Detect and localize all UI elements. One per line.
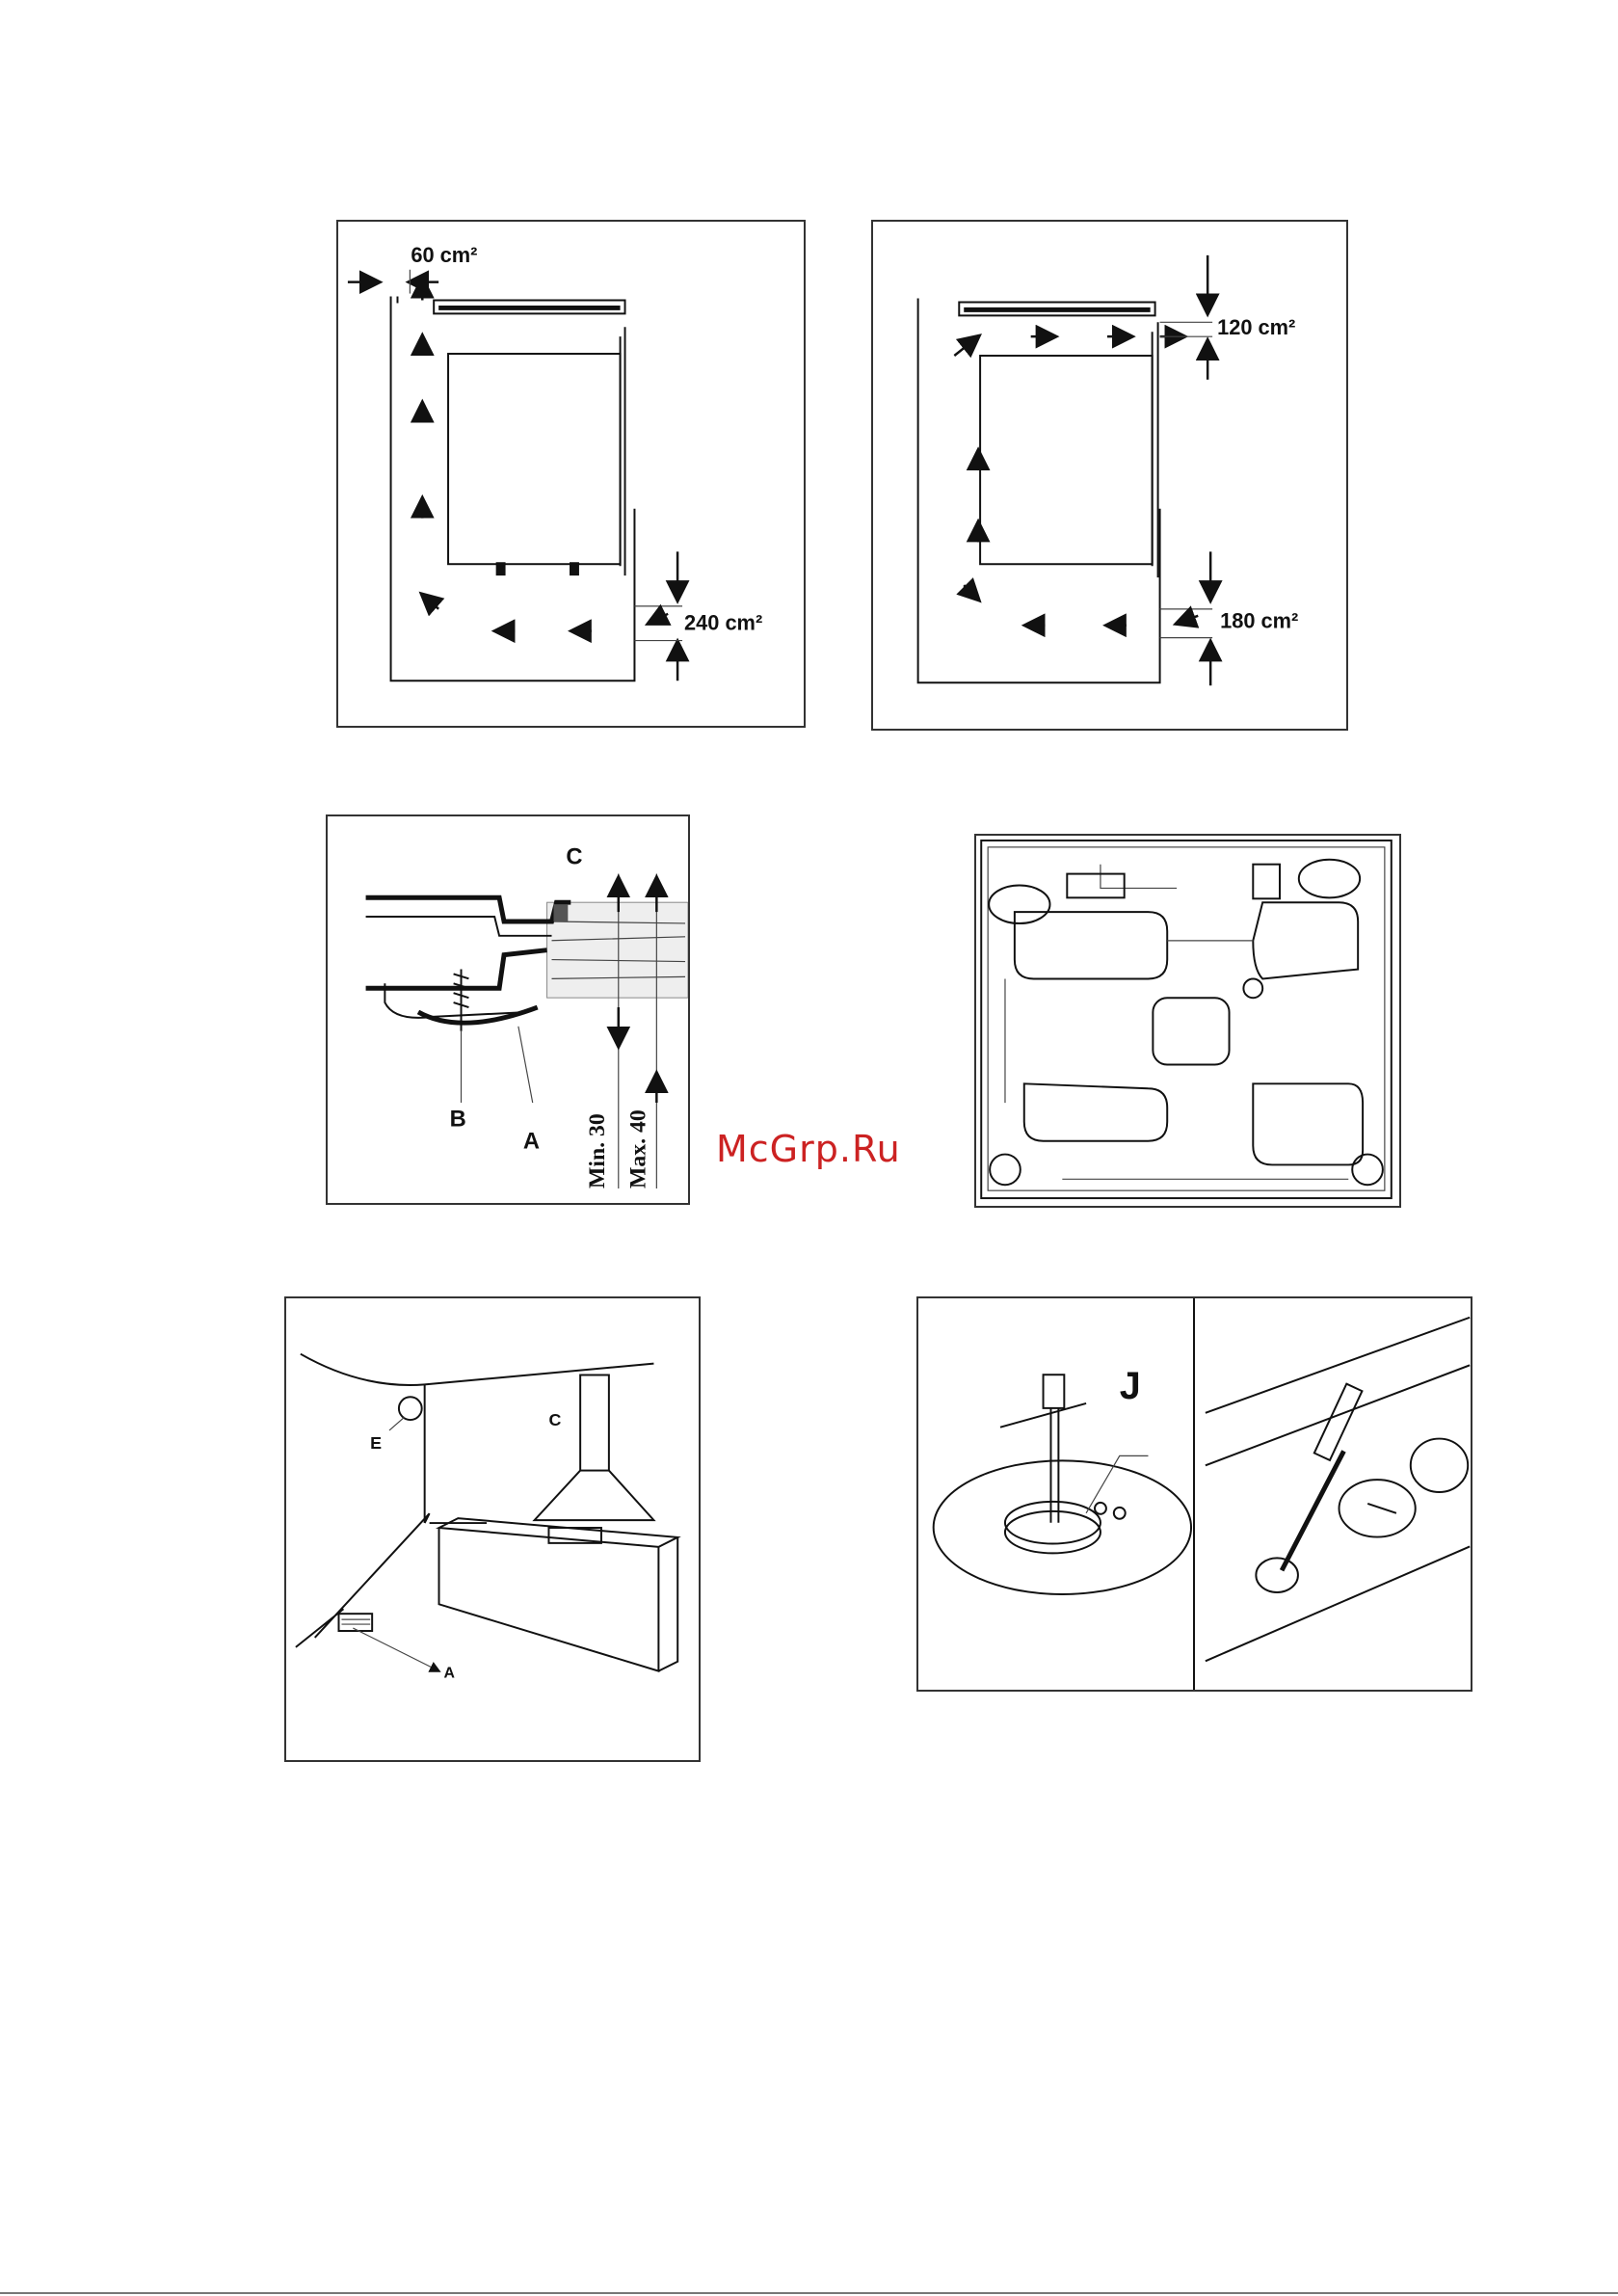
label-c: C (566, 845, 582, 870)
room-drawing: E C A (286, 1298, 699, 1760)
hob-underside-diagram (974, 834, 1401, 1208)
vent-right-drawing: 120 cm² 180 cm² (873, 222, 1346, 729)
room-label-a: A (443, 1666, 455, 1682)
min-label: Min. 30 (585, 1113, 610, 1188)
max-label: Max. 40 (625, 1109, 650, 1188)
vent-diagram-left: 60 cm² 240 cm² (336, 220, 806, 728)
label-a: A (523, 1129, 540, 1154)
burner-diagram: J (916, 1296, 1472, 1692)
room-diagram: E C A (284, 1296, 701, 1762)
label-j: J (1120, 1365, 1141, 1407)
room-label-e: E (370, 1433, 382, 1453)
hob-underside-drawing (976, 836, 1399, 1206)
vent-right-top-label: 120 cm² (1217, 315, 1295, 339)
fixing-diagram: C B A Min. 30 Max. 40 (326, 814, 690, 1205)
vent-left-top-label: 60 cm² (411, 243, 477, 267)
burner-drawing: J (918, 1298, 1471, 1690)
vent-left-drawing: 60 cm² 240 cm² (338, 222, 804, 726)
watermark: McGrp.Ru (716, 1128, 901, 1170)
label-b: B (450, 1108, 466, 1133)
vent-diagram-right: 120 cm² 180 cm² (871, 220, 1348, 731)
page-bottom-rule (0, 2292, 1618, 2294)
fixing-drawing: C B A Min. 30 Max. 40 (328, 816, 688, 1203)
vent-right-bottom-label: 180 cm² (1220, 609, 1298, 633)
vent-left-bottom-label: 240 cm² (684, 611, 762, 635)
room-label-c: C (548, 1410, 561, 1429)
